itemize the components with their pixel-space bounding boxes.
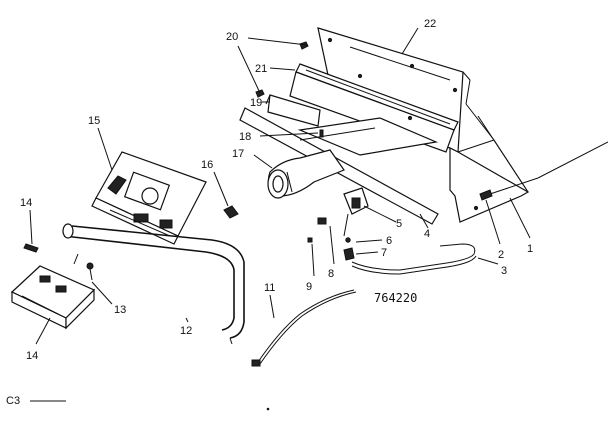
callout-22: 22 — [424, 18, 436, 30]
stray-mark — [266, 407, 270, 411]
callout-5: 5 — [396, 218, 402, 230]
page-code: C3 — [6, 395, 20, 407]
callout-labels: 22 21 20 19 18 17 16 15 14 13 14 12 11 9… — [20, 18, 533, 362]
part-20-screws — [255, 41, 309, 98]
callout-10: 11 — [264, 282, 275, 294]
part-5-valve — [343, 187, 369, 237]
part-9-screw — [307, 237, 313, 243]
part-18-screw — [319, 129, 324, 138]
callout-14: 14 — [20, 197, 32, 209]
part-14-screw — [23, 243, 39, 253]
callout-13: 14 — [26, 350, 38, 362]
part-16-fitting — [223, 205, 239, 219]
callout-3: 3 — [501, 265, 507, 277]
callout-17: 17 — [232, 148, 244, 160]
callout-1: 1 — [527, 243, 533, 255]
callout-7: 7 — [381, 247, 387, 259]
part-17-burner-tube — [267, 149, 345, 199]
part-15-control-housing — [91, 151, 207, 245]
callout-19: 19 — [250, 97, 262, 109]
callout-9: 9 — [306, 281, 312, 293]
drawing-code: 764220 — [374, 291, 417, 305]
part-13-base-block — [10, 265, 96, 330]
part-1-rod — [477, 115, 608, 197]
callout-6: 6 — [386, 235, 392, 247]
callout-8: 8 — [328, 268, 334, 280]
part-7-fitting — [343, 247, 355, 261]
part-8-bracket — [317, 217, 327, 225]
callout-20: 20 — [226, 31, 238, 43]
callout-15: 15 — [88, 115, 100, 127]
part-2-bracket — [479, 189, 493, 201]
callout-12: 13 — [114, 304, 126, 316]
callout-16: 16 — [201, 159, 213, 171]
part-10-wire-lead — [251, 289, 357, 367]
callout-11: 12 — [180, 325, 192, 337]
callout-2: 2 — [498, 249, 504, 261]
leader-lines — [29, 27, 531, 345]
callout-4: 4 — [424, 228, 430, 240]
part-12-screw — [86, 262, 94, 281]
part-11-manifold-pipe — [62, 223, 245, 345]
callout-21: 21 — [255, 63, 267, 75]
part-3-tube — [351, 243, 477, 275]
part-6-washer — [345, 237, 351, 243]
callout-18: 18 — [239, 131, 251, 143]
